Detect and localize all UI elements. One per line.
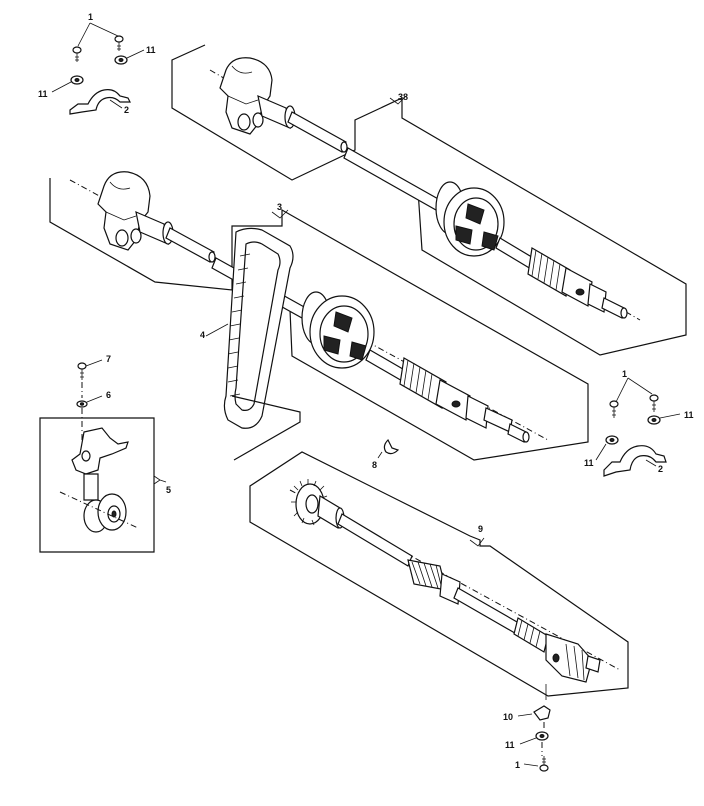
screw — [114, 35, 124, 51]
idler-pulley — [83, 493, 127, 533]
callout-4: 4 — [200, 330, 205, 340]
callout-7: 7 — [106, 354, 111, 364]
callout-1: 1 — [88, 12, 93, 22]
bottom-hardware — [517, 684, 551, 772]
motor-bracket-assembly — [39, 359, 167, 553]
screw — [539, 756, 549, 772]
callout-9: 9 — [478, 524, 483, 534]
callout-5: 5 — [166, 485, 171, 495]
worm-gear — [407, 559, 447, 591]
bearing-bracket — [97, 171, 151, 251]
callout-frame-38 — [171, 44, 687, 356]
callout-11: 11 — [684, 410, 694, 420]
motor-bracket-frame — [39, 417, 155, 553]
callout-11: 11 — [584, 458, 594, 468]
bearing-bracket — [219, 57, 273, 135]
screw — [609, 400, 619, 418]
callout-11: 11 — [38, 89, 48, 99]
lower-shaft-assembly — [249, 451, 629, 697]
callout-1: 1 — [515, 760, 520, 770]
callout-3: 3 — [277, 202, 282, 212]
screw — [649, 394, 659, 412]
upper-shaft — [287, 111, 347, 153]
clamp — [603, 445, 667, 477]
callout-frame-9 — [249, 451, 629, 697]
middle-pulley — [301, 291, 375, 369]
screw — [77, 362, 87, 380]
callout-10: 10 — [503, 712, 513, 722]
screw — [72, 46, 82, 62]
callout-2: 2 — [658, 464, 663, 474]
callout-8: 8 — [372, 460, 377, 470]
clamp — [69, 89, 131, 115]
right-clamp-assembly — [595, 377, 681, 477]
lower-spring-coupling — [513, 617, 593, 683]
e-ring — [377, 438, 400, 459]
middle-spring-coupling — [399, 357, 471, 421]
drive-gear — [291, 479, 328, 526]
upper-spring-coupling — [527, 247, 593, 307]
clip — [533, 705, 551, 721]
callout-labels: 1 11 11 2 38 3 4 7 6 5 8 1 11 11 2 9 10 … — [38, 12, 694, 770]
middle-shaft — [165, 227, 215, 263]
top-left-clamp-assembly — [51, 22, 145, 115]
callout-6: 6 — [106, 390, 111, 400]
upper-shaft-assembly — [171, 44, 687, 356]
callout-11: 11 — [505, 740, 515, 750]
callout-2: 2 — [124, 105, 129, 115]
middle-shaft-assembly — [49, 171, 589, 461]
callout-1: 1 — [622, 369, 627, 379]
callout-frame-3 — [49, 178, 589, 461]
callout-38: 38 — [398, 92, 408, 102]
timing-belt — [205, 227, 301, 461]
callout-11: 11 — [146, 45, 156, 55]
upper-pulley — [435, 181, 505, 257]
lower-shaft — [337, 513, 413, 567]
